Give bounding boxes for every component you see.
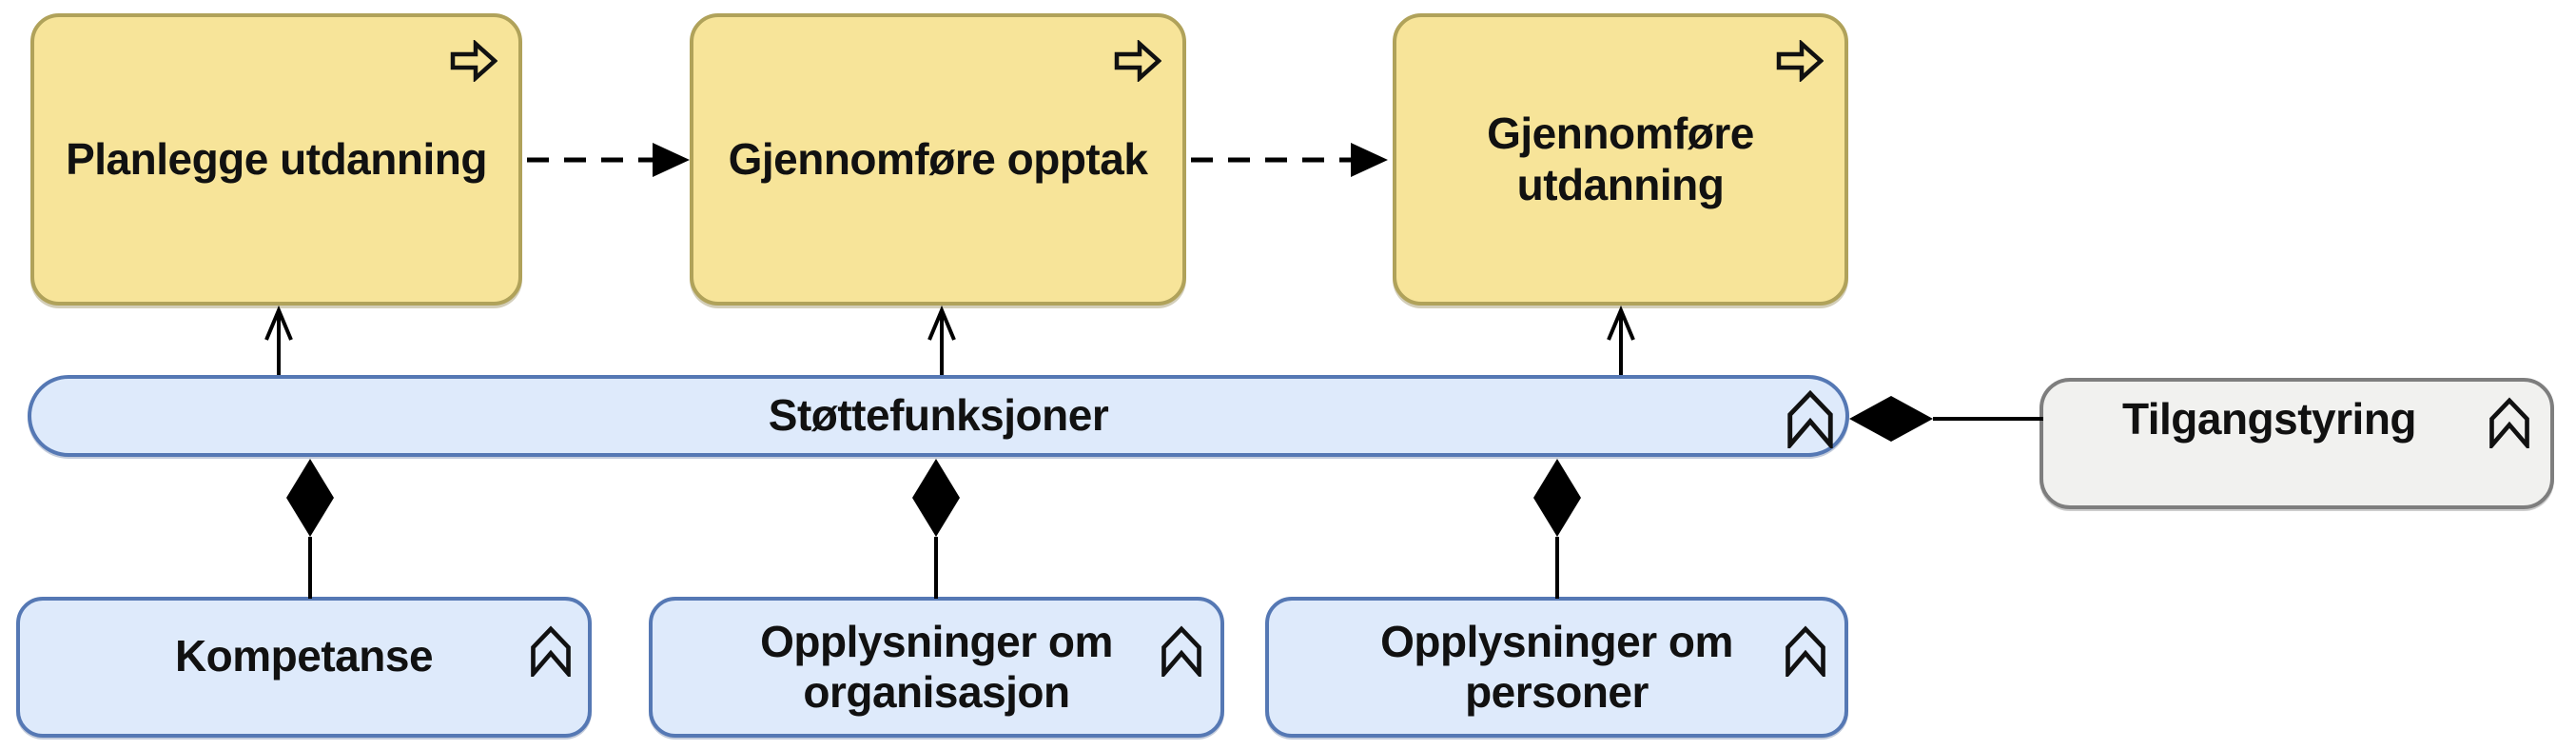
process-label: Gjennomføre opptak — [728, 133, 1148, 184]
process-planlegge-utdanning[interactable]: Planlegge utdanning — [30, 13, 522, 306]
object-label: Opplysninger om personer — [1380, 616, 1733, 717]
serving-arrow-to-planlegge — [264, 305, 293, 375]
serving-arrow-to-opptak — [927, 305, 956, 375]
process-gjennomfore-utdanning[interactable]: Gjennomføre utdanning — [1393, 13, 1848, 306]
function-chevron-icon — [1161, 625, 1201, 677]
composition-to-personer — [1533, 459, 1581, 599]
composition-to-kompetanse — [286, 459, 334, 599]
process-label: Gjennomføre utdanning — [1487, 109, 1754, 209]
process-gjennomfore-opptak[interactable]: Gjennomføre opptak — [690, 13, 1186, 306]
composition-to-organisasjon — [912, 459, 960, 599]
process-arrow-icon — [1776, 40, 1824, 82]
function-chevron-icon — [1787, 389, 1833, 448]
process-arrow-icon — [450, 40, 498, 82]
object-kompetanse[interactable]: Kompetanse — [16, 597, 592, 738]
serving-arrow-to-utdanning — [1607, 305, 1635, 375]
process-label: Planlegge utdanning — [66, 133, 487, 184]
support-functions-bar[interactable]: Støttefunksjoner — [28, 375, 1849, 457]
object-opplysninger-organisasjon[interactable]: Opplysninger om organisasjon — [649, 597, 1224, 738]
flow-arrow-opptak-to-utdanning — [1191, 143, 1388, 177]
external-label: Tilgangstyring — [2121, 394, 2417, 444]
function-chevron-icon — [2489, 397, 2529, 448]
object-label: Kompetanse — [174, 631, 434, 681]
function-chevron-icon — [1786, 625, 1825, 677]
process-arrow-icon — [1114, 40, 1161, 82]
function-chevron-icon — [531, 625, 571, 677]
external-tilgangstyring[interactable]: Tilgangstyring — [2039, 378, 2554, 509]
object-label: Opplysninger om organisasjon — [760, 616, 1113, 717]
support-bar-label: Støttefunksjoner — [768, 390, 1109, 441]
composition-to-tilgangstyring — [1849, 396, 2043, 442]
object-opplysninger-personer[interactable]: Opplysninger om personer — [1265, 597, 1848, 738]
flow-arrow-planlegge-to-opptak — [527, 143, 690, 177]
